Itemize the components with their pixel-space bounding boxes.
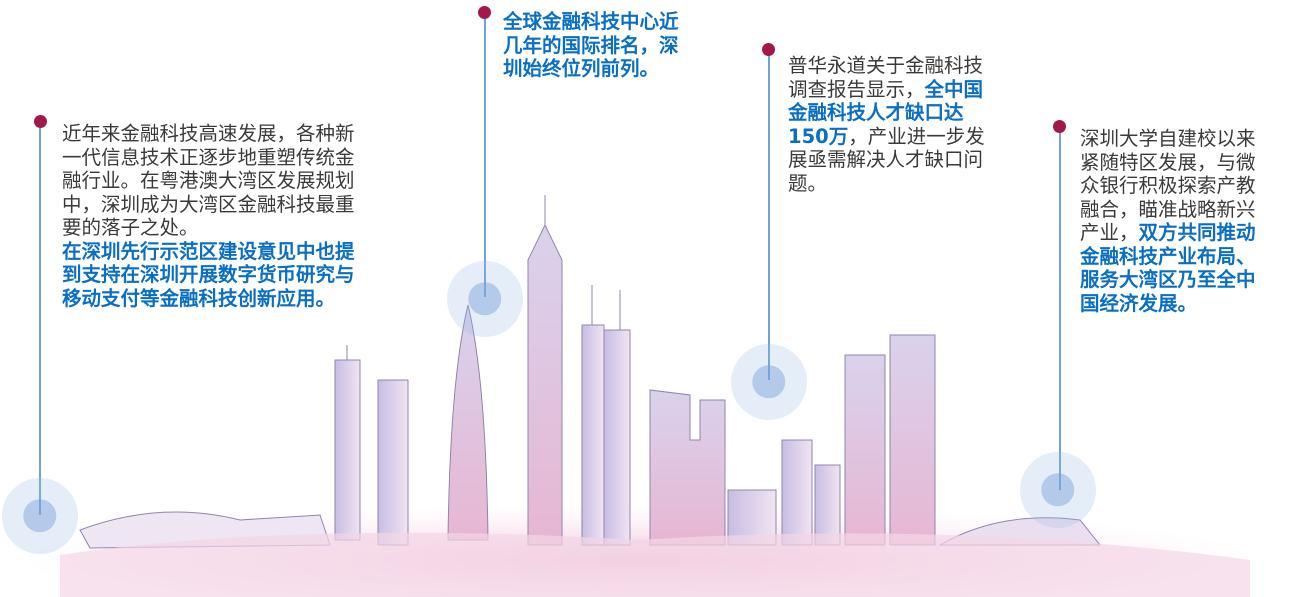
marker-dot xyxy=(34,115,47,128)
connector-line xyxy=(768,50,770,380)
text-line: 要的落子之处。 xyxy=(62,216,355,240)
tower xyxy=(334,359,361,541)
highlighted-text: 金融科技人才缺口达 xyxy=(788,101,964,124)
body-text: 中，深圳成为大湾区金融科技最重 xyxy=(62,192,355,216)
text-line: 圳始终位列前列。 xyxy=(503,57,679,81)
body-text: 普华永道关于金融科技 xyxy=(788,54,984,77)
body-text: 众银行积极探索产教 xyxy=(1080,174,1256,197)
text-line: 调查报告显示，全中国 xyxy=(788,78,985,102)
text-line: 普华永道关于金融科技 xyxy=(788,54,985,78)
highlighted-text: 到支持在深圳开展数字货币研究与 xyxy=(62,263,355,286)
tower xyxy=(814,464,841,546)
text-line: 移动支付等金融科技创新应用。 xyxy=(62,287,355,311)
tower xyxy=(603,329,631,546)
text-line: 展亟需解决人才缺口问 xyxy=(788,148,985,172)
text-line: 中，深圳成为大湾区金融科技最重 xyxy=(62,193,355,217)
highlighted-text: 双方共同推动 xyxy=(1138,221,1256,244)
text-line: 题。 xyxy=(788,172,985,196)
highlighted-text: 全中国 xyxy=(924,77,984,101)
highlighted-text: 国经济发展。 xyxy=(1080,291,1198,315)
pink-haze xyxy=(60,532,1250,597)
text-line: 国经济发展。 xyxy=(1080,292,1256,316)
kk100-tower xyxy=(527,223,563,546)
body-text: 一代信息技术正逐步地重塑传统金 xyxy=(62,145,355,169)
text-line: 众银行积极探索产教 xyxy=(1080,174,1256,198)
marker-dot xyxy=(478,6,491,19)
connector-line xyxy=(484,15,486,297)
tower xyxy=(844,354,886,546)
highlighted-text: 在深圳先行示范区建设意见中也提 xyxy=(62,239,355,263)
body-text: ，产业进一步发 xyxy=(848,124,985,148)
location-halo xyxy=(731,344,807,420)
text-line: 近年来金融科技高速发展，各种新 xyxy=(62,122,355,146)
callout-ranking: 全球金融科技中心近几年的国际排名，深圳始终位列前列。 xyxy=(503,10,679,81)
callout-university: 深圳大学自建校以来紧随特区发展，与微众银行积极探索产教融合，瞄准战略新兴产业，双… xyxy=(1080,127,1256,315)
text-line: 一代信息技术正逐步地重塑传统金 xyxy=(62,146,355,170)
text-line: 融行业。在粤港澳大湾区发展规划 xyxy=(62,169,355,193)
body-text: 近年来金融科技高速发展，各种新 xyxy=(62,122,355,145)
text-line: 全球金融科技中心近 xyxy=(503,10,679,34)
marker-dot xyxy=(1053,120,1066,133)
text-line: 深圳大学自建校以来 xyxy=(1080,127,1256,151)
text-line: 在深圳先行示范区建设意见中也提 xyxy=(62,240,355,264)
marker-dot xyxy=(762,43,775,56)
connector-line xyxy=(1059,128,1061,490)
location-halo xyxy=(1020,452,1096,528)
location-halo xyxy=(447,261,523,337)
highlighted-text: 150万 xyxy=(788,124,849,148)
text-line: 紧随特区发展，与微 xyxy=(1080,151,1256,175)
text-line: 融合，瞄准战略新兴 xyxy=(1080,198,1256,222)
tower xyxy=(581,324,605,546)
callout-development: 近年来金融科技高速发展，各种新一代信息技术正逐步地重塑传统金融行业。在粤港澳大湾… xyxy=(62,122,355,310)
highlighted-text: 全球金融科技中心近 xyxy=(503,10,679,33)
tower xyxy=(781,439,813,546)
text-line: 几年的国际排名，深 xyxy=(503,34,679,58)
body-text: 深圳大学自建校以来 xyxy=(1080,127,1256,150)
body-text: 展亟需解决人才缺口问 xyxy=(788,148,984,171)
body-text: 要的落子之处。 xyxy=(62,216,199,239)
text-line: 金融科技人才缺口达 xyxy=(788,101,985,125)
text-line: 150万，产业进一步发 xyxy=(788,125,985,149)
body-text: 调查报告显示， xyxy=(788,77,925,101)
highlighted-text: 移动支付等金融科技创新应用。 xyxy=(62,286,336,310)
body-text: 融行业。在粤港澳大湾区发展规划 xyxy=(62,169,355,192)
body-text: 题。 xyxy=(788,171,828,195)
connector-line xyxy=(39,124,41,515)
body-text: 紧随特区发展，与微 xyxy=(1080,150,1256,174)
text-line: 产业，双方共同推动 xyxy=(1080,221,1256,245)
highlighted-text: 服务大湾区乃至全中 xyxy=(1080,268,1256,291)
location-halo xyxy=(2,478,78,554)
body-text: 产业， xyxy=(1080,221,1139,244)
body-text: 融合，瞄准战略新兴 xyxy=(1080,197,1256,221)
ping-an-tower xyxy=(447,304,489,541)
highlighted-text: 金融科技产业布局、 xyxy=(1080,244,1256,268)
text-line: 服务大湾区乃至全中 xyxy=(1080,268,1256,292)
tower xyxy=(377,379,409,546)
bank-building xyxy=(649,389,726,546)
highlighted-text: 几年的国际排名，深 xyxy=(503,33,679,57)
tower xyxy=(889,334,936,546)
highlighted-text: 圳始终位列前列。 xyxy=(503,57,660,80)
text-line: 到支持在深圳开展数字货币研究与 xyxy=(62,263,355,287)
text-line: 金融科技产业布局、 xyxy=(1080,245,1256,269)
